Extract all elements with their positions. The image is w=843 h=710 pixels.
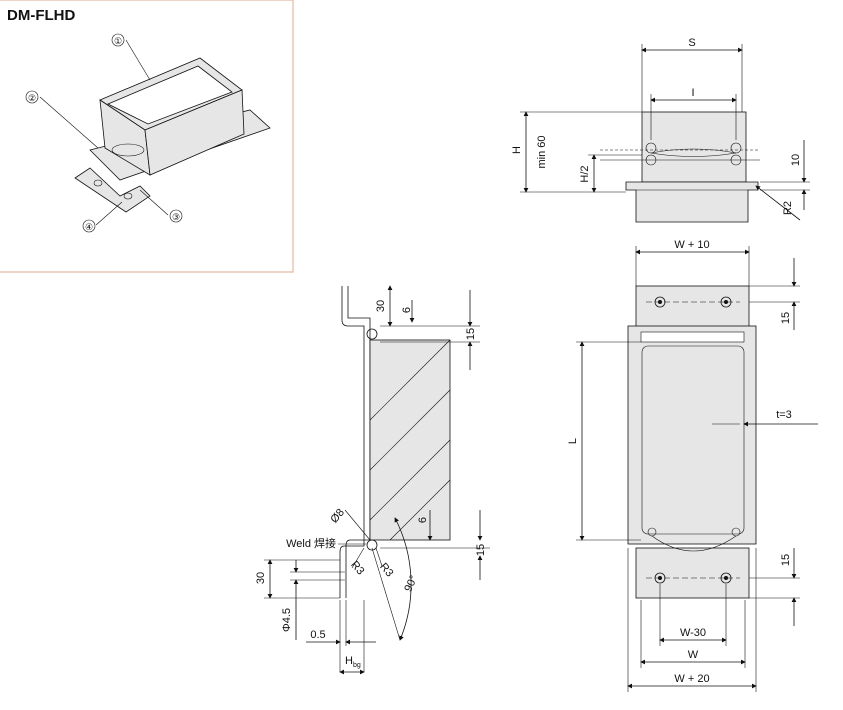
dim-S: S xyxy=(688,37,695,49)
dim-W-minus-30: W-30 xyxy=(680,627,706,639)
dim-phi4-5: Φ4.5 xyxy=(281,608,293,632)
weld-label: Weld 焊接 xyxy=(286,536,336,550)
iso-callout-4 xyxy=(82,219,96,233)
dim-W-plus-20: W + 20 xyxy=(674,673,709,685)
iso-callout-2 xyxy=(25,90,39,104)
dim-L: L xyxy=(567,438,579,444)
dim-H2: H/2 xyxy=(579,165,591,182)
dim-15-bottom: 15 xyxy=(475,544,487,556)
dim-6-bottom: 6 xyxy=(417,517,429,523)
dim-hbg: Hbg xyxy=(345,655,361,669)
dim-H: H xyxy=(511,146,523,154)
section-view: 30 6 15 Ø8 Weld 焊接 R3 R3 6 15 90° 30 Φ4. xyxy=(255,285,490,675)
iso-callout-1 xyxy=(111,33,125,47)
dim-30-bottom: 30 xyxy=(255,572,267,584)
isometric-view: ① ② ③ ④ xyxy=(25,33,271,233)
iso-base-plate xyxy=(74,167,151,213)
iso-callout-4-label: ④ xyxy=(85,222,93,232)
iso-hole-right xyxy=(93,179,103,187)
iso-hole-left xyxy=(123,192,133,200)
dim-15-plan-bottom: 15 xyxy=(780,554,792,566)
dim-W: W xyxy=(688,649,699,661)
iso-tray-side xyxy=(144,89,245,176)
iso-callout-3 xyxy=(169,209,183,223)
dim-10: 10 xyxy=(790,154,802,166)
drawing-title: DM-FLHD xyxy=(7,7,75,24)
dim-15-top: 15 xyxy=(465,328,477,340)
dim-R3-left: R3 xyxy=(348,559,366,577)
isometric-frame xyxy=(0,0,294,273)
dim-W-plus-10: W + 10 xyxy=(674,239,709,251)
iso-callout-2-label: ② xyxy=(28,93,36,103)
dim-R3-right: R3 xyxy=(377,561,395,579)
iso-callout-1-label: ① xyxy=(114,36,122,46)
dim-phi8: Ø8 xyxy=(328,507,347,526)
iso-tray-opening xyxy=(107,65,233,125)
dim-R2: R2 xyxy=(782,201,794,215)
dim-I: I xyxy=(691,87,694,99)
dim-15-plan-top: 15 xyxy=(780,312,792,324)
dim-angle-90: 90° xyxy=(402,574,420,594)
dim-30-top: 30 xyxy=(375,300,387,312)
iso-callout-3-label: ③ xyxy=(172,212,180,222)
side-elevation: S I H min 60 H/2 10 R2 xyxy=(511,37,810,223)
dim-0-5: 0.5 xyxy=(310,629,325,641)
plan-view: W + 10 15 L t=3 15 W-30 W W + 20 xyxy=(567,239,818,692)
iso-handle xyxy=(111,143,145,157)
dim-6-top: 6 xyxy=(401,307,413,313)
dim-min60: min 60 xyxy=(536,135,548,168)
dim-thickness: t=3 xyxy=(776,409,792,421)
